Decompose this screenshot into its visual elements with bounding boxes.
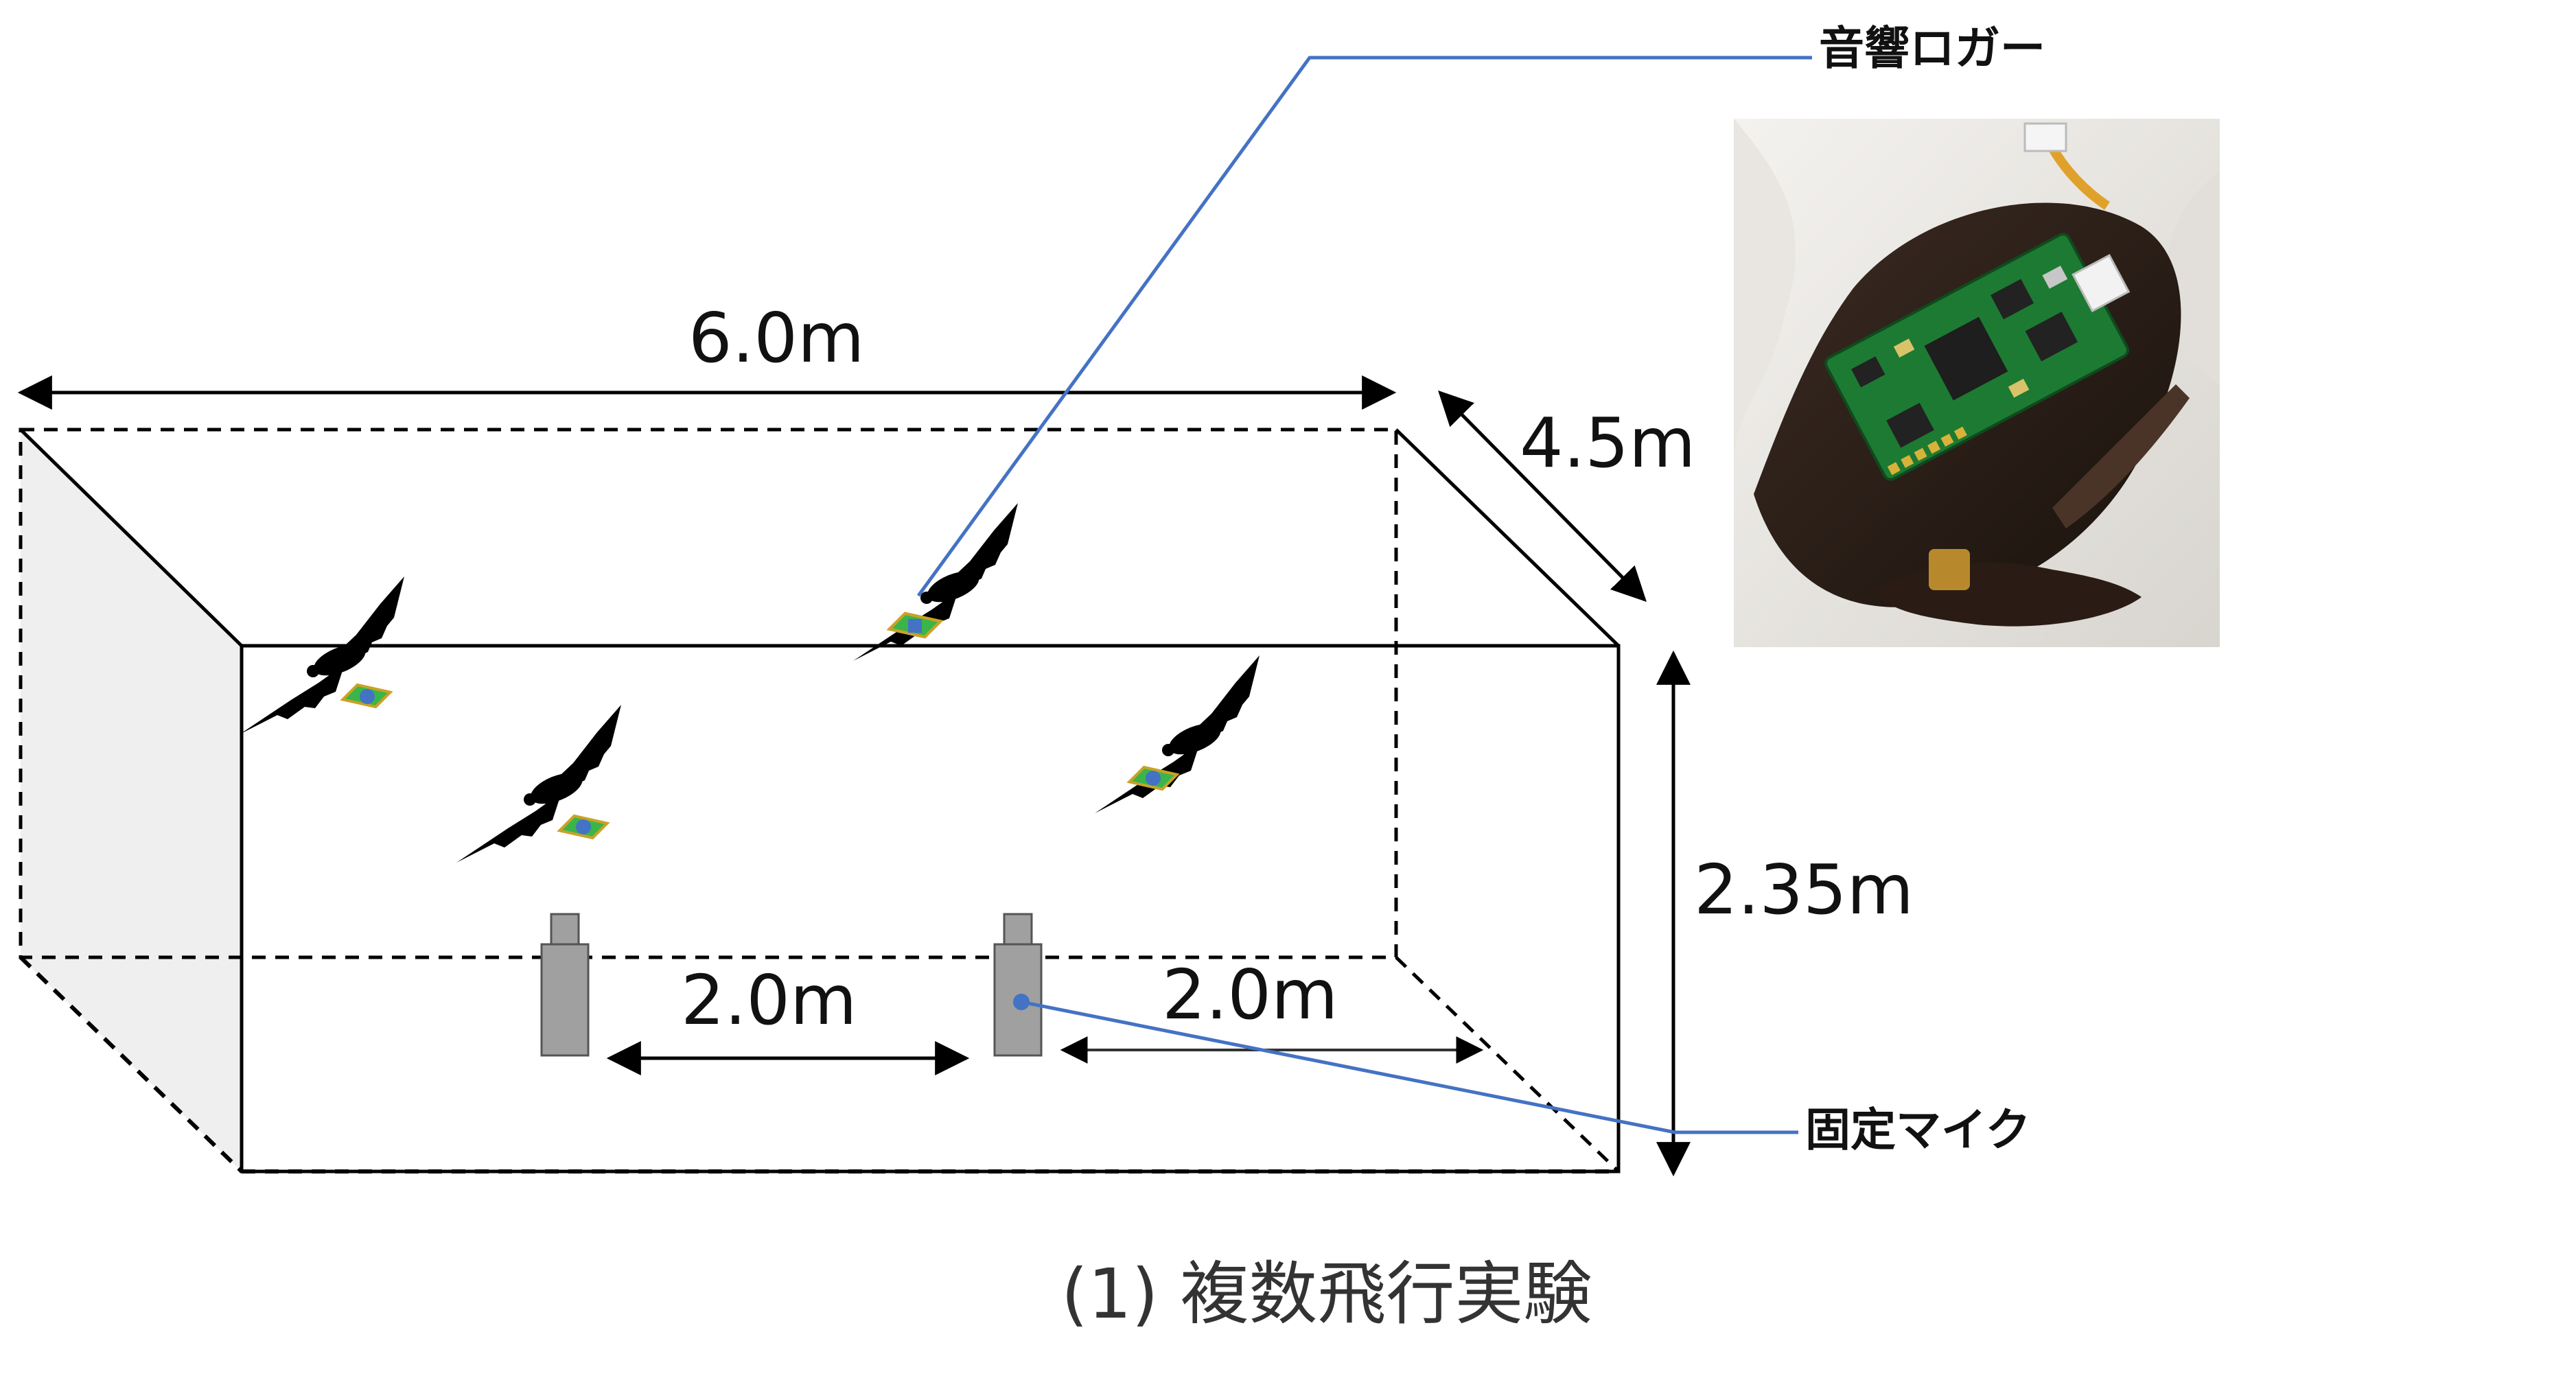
bat-with-logger-photo — [1734, 119, 2220, 647]
bat-silhouette-icon — [456, 705, 621, 863]
logger-leader-line — [916, 56, 1812, 597]
bat-silhouette-icon — [240, 576, 404, 734]
mic-spacing-left-label: 2.0m — [681, 960, 857, 1040]
height-label: 2.35m — [1694, 850, 1914, 930]
fixed-microphone-label: 固定マイク — [1805, 1103, 2031, 1156]
microphone-leader-dot — [1013, 994, 1030, 1010]
back-bottom-right-edge — [1395, 956, 1620, 1173]
length-label: 6.0m — [688, 298, 865, 378]
bat-silhouette-icon — [1095, 655, 1260, 813]
front-face — [240, 644, 1621, 1173]
left-wall — [21, 430, 242, 1171]
depth-arrow — [1438, 390, 1647, 602]
mic-spacing-right-label: 2.0m — [1162, 955, 1338, 1035]
microphone-icon — [540, 913, 590, 1057]
left-top-edge — [19, 428, 243, 647]
figure-caption: (1) 複数飛行実験 — [1061, 1254, 1592, 1334]
left-bottom-edge — [19, 955, 244, 1173]
microphone-icon — [993, 913, 1043, 1057]
bat-silhouette-icon — [853, 503, 1018, 661]
microphone-leader-line — [1021, 1000, 1798, 1134]
flight-room-box — [19, 428, 1621, 1173]
acoustic-logger-label: 音響ロガー — [1819, 22, 2045, 75]
depth-label: 4.5m — [1520, 403, 1696, 483]
